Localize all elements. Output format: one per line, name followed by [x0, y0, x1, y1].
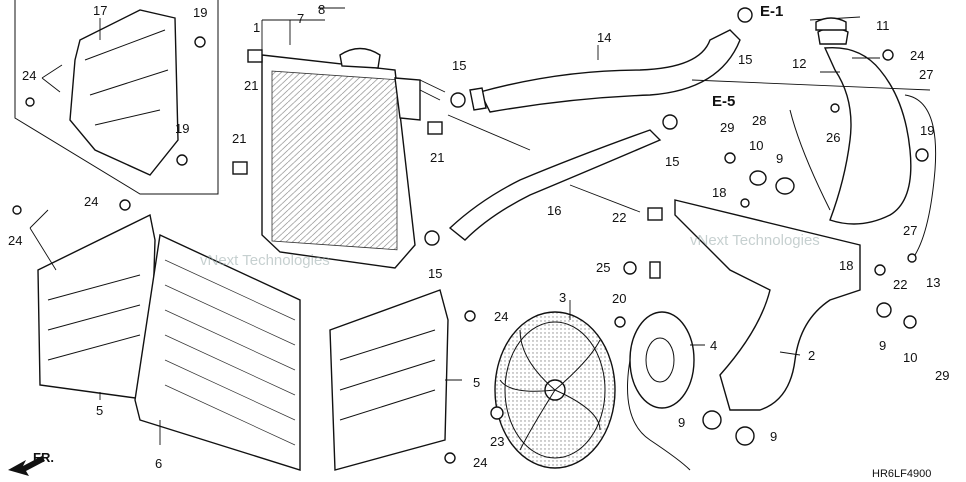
- callout-21a: 21: [244, 78, 258, 93]
- watermark-2: vNext Technologies: [690, 232, 820, 249]
- left-side-cover-part: [37, 213, 156, 401]
- cooling-fan-part: [494, 311, 616, 469]
- callout-28: 28: [752, 113, 766, 128]
- callout-29a: 29: [720, 120, 734, 135]
- callout-27b: 27: [903, 223, 917, 238]
- callout-5a: 5: [96, 403, 103, 418]
- front-label: FR.: [33, 450, 54, 465]
- callout-15d: 15: [738, 52, 752, 67]
- callout-19b: 19: [175, 121, 189, 136]
- callout-9b: 9: [879, 338, 886, 353]
- callout-21b: 21: [232, 131, 246, 146]
- callout-27a: 27: [919, 67, 933, 82]
- callout-23: 23: [490, 434, 504, 449]
- right-side-cover-part: [329, 289, 449, 471]
- callout-3: 3: [559, 290, 566, 305]
- callout-9c: 9: [678, 415, 685, 430]
- front-direction-arrow: FR.: [8, 450, 54, 476]
- callout-19a: 19: [193, 5, 207, 20]
- callout-26: 26: [826, 130, 840, 145]
- callout-22a: 22: [612, 210, 626, 225]
- callout-4: 4: [710, 338, 717, 353]
- ref-e5: E-5: [712, 93, 735, 110]
- callout-24c: 24: [473, 455, 487, 470]
- callout-13: 13: [926, 275, 940, 290]
- callout-16: 16: [547, 203, 561, 218]
- upper-hose-part: [469, 29, 741, 113]
- callout-2: 2: [808, 348, 815, 363]
- callout-10b: 10: [903, 350, 917, 365]
- callout-11: 11: [876, 18, 890, 33]
- callout-24a: 24: [22, 68, 36, 83]
- callout-18b: 18: [839, 258, 853, 273]
- callout-18a: 18: [712, 185, 726, 200]
- radiator-part: [261, 47, 421, 269]
- callout-8: 8: [318, 2, 325, 17]
- inset-box: [14, 0, 219, 195]
- fan-shroud-part: [674, 199, 861, 411]
- callout-24b: 24: [910, 48, 924, 63]
- callout-12: 12: [792, 56, 806, 71]
- callout-5b: 5: [473, 375, 480, 390]
- leader-lines: [28, 7, 931, 445]
- bracket-part: [69, 9, 179, 176]
- callout-9a: 9: [776, 151, 783, 166]
- callout-7: 7: [297, 11, 304, 26]
- callout-24f: 24: [8, 233, 22, 248]
- callout-15a: 15: [452, 58, 466, 73]
- callout-15b: 15: [428, 266, 442, 281]
- fasteners: [12, 7, 929, 464]
- lower-hose-part: [448, 129, 662, 241]
- callout-10a: 10: [749, 138, 763, 153]
- callout-25: 25: [596, 260, 610, 275]
- callout-19c: 19: [920, 123, 934, 138]
- callout-17: 17: [93, 3, 107, 18]
- callout-29b: 29: [935, 368, 949, 383]
- callout-15c: 15: [665, 154, 679, 169]
- callout-22b: 22: [893, 277, 907, 292]
- callout-1: 1: [253, 20, 260, 35]
- reserve-tank-part: [817, 27, 912, 225]
- diagram-code: HR6LF4900: [872, 468, 931, 480]
- callout-14: 14: [597, 30, 611, 45]
- callout-6: 6: [155, 456, 162, 471]
- callout-20: 20: [612, 291, 626, 306]
- ref-e1: E-1: [760, 3, 783, 20]
- callout-24d: 24: [494, 309, 508, 324]
- callout-24e: 24: [84, 194, 98, 209]
- callout-21c: 21: [430, 150, 444, 165]
- watermark-1: vNext Technologies: [200, 252, 330, 269]
- callout-9d: 9: [770, 429, 777, 444]
- fan-motor-part: [627, 311, 695, 471]
- tubes-part: [789, 94, 937, 256]
- front-grille-part: [134, 233, 301, 471]
